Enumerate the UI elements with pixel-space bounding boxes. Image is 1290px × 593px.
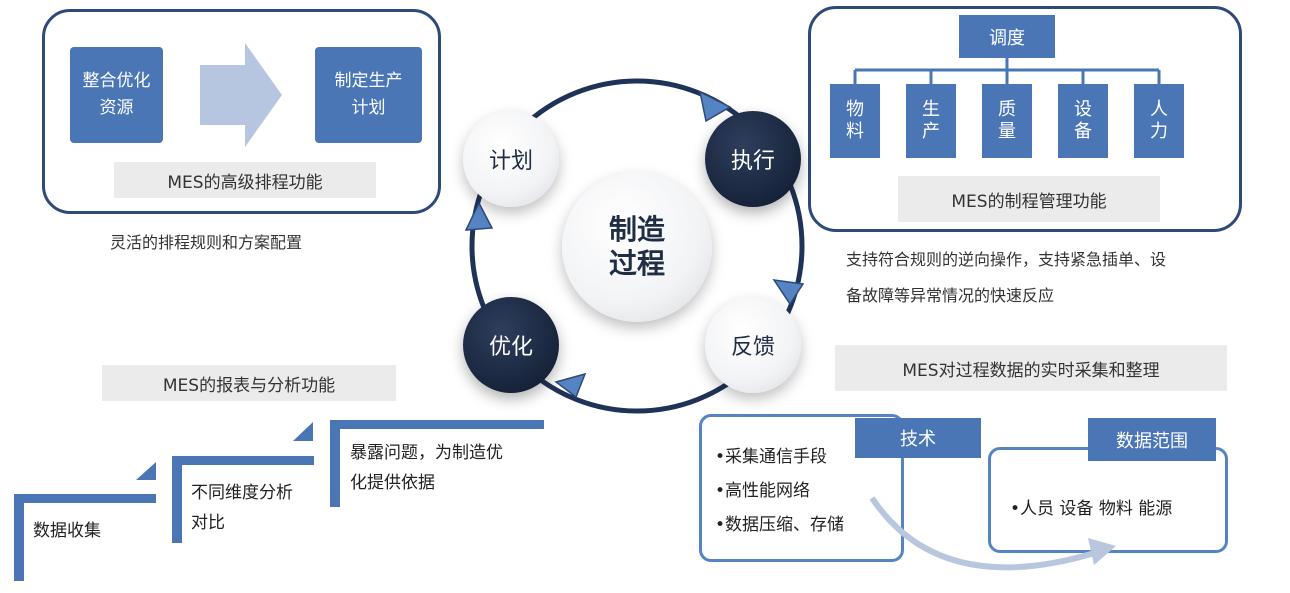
cycle-arrow-top bbox=[698, 90, 732, 123]
plan-node: 计划 bbox=[463, 111, 559, 207]
production-box: 生产 bbox=[906, 84, 956, 158]
cycle-arrow-right bbox=[772, 279, 805, 306]
step-multi-dimension: 不同维度分析对比 bbox=[191, 483, 293, 533]
range-item: •人员 设备 物料 能源 bbox=[1010, 499, 1173, 519]
right-arrow-icon bbox=[200, 43, 282, 147]
dispatch-box: 调度 bbox=[959, 15, 1055, 58]
tech-item: •采集通信手段 bbox=[715, 447, 828, 467]
equipment-box: 设备 bbox=[1058, 84, 1108, 158]
control-note-line1: 支持符合规则的逆向操作，支持紧急插单、设 bbox=[846, 250, 1167, 269]
range-tag: 数据范围 bbox=[1088, 418, 1216, 461]
scheduling-note: 灵活的排程规则和方案配置 bbox=[110, 233, 303, 252]
center-hub: 制造过程 bbox=[562, 172, 712, 322]
tech-panel bbox=[699, 414, 904, 562]
control-note-line2: 备故障等异常情况的快速反应 bbox=[846, 286, 1055, 305]
integrate-resources-box: 整合优化资源 bbox=[70, 47, 163, 143]
step-data-collection: 数据收集 bbox=[33, 521, 101, 541]
tech-item: •高性能网络 bbox=[715, 481, 811, 501]
tech-tag: 技术 bbox=[855, 418, 981, 458]
step-expose-problems: 暴露问题，为制造优化提供依据 bbox=[350, 443, 503, 493]
tech-list: •采集通信手段 •高性能网络 •数据压缩、存储 bbox=[715, 440, 844, 542]
make-plan-box: 制定生产计划 bbox=[315, 47, 422, 143]
tech-item: •数据压缩、存储 bbox=[715, 515, 845, 535]
material-box: 物料 bbox=[830, 84, 880, 158]
cycle-arrow-bottom bbox=[554, 372, 587, 399]
scheduling-caption: MES的高级排程功能 bbox=[114, 162, 376, 198]
optimize-node: 优化 bbox=[463, 297, 559, 393]
data-caption: MES对过程数据的实时采集和整理 bbox=[835, 345, 1227, 391]
report-caption: MES的报表与分析功能 bbox=[102, 365, 396, 401]
quality-box: 质量 bbox=[982, 84, 1032, 158]
manpower-box: 人力 bbox=[1134, 84, 1184, 158]
execute-node: 执行 bbox=[705, 111, 801, 207]
cycle-arrow-left bbox=[464, 201, 494, 231]
control-caption: MES的制程管理功能 bbox=[898, 176, 1160, 222]
feedback-node: 反馈 bbox=[705, 297, 801, 393]
